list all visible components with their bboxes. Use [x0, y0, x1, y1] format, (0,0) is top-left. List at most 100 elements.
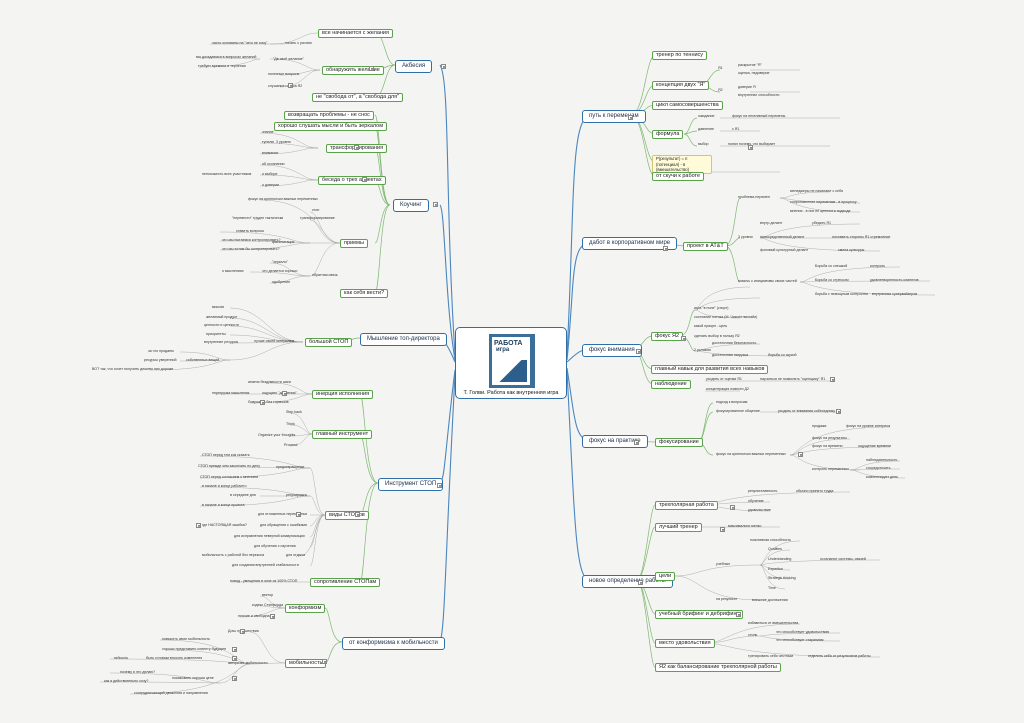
node-kontseptsiya[interactable]: концепция двух "Я": [652, 81, 709, 90]
leaf-problema: проблема перемен: [738, 195, 770, 200]
note-icon[interactable]: [232, 676, 237, 681]
node-fokusirovanie[interactable]: фокусирование: [655, 438, 703, 447]
leaf-f3: какой прицел - цель: [694, 324, 727, 329]
leaf-k3: фокус на времени: [812, 444, 842, 449]
leaf-s8: собственных вещей: [186, 358, 219, 363]
branch-kouching[interactable]: Коучинг: [393, 199, 429, 212]
note-icon[interactable]: [638, 580, 643, 585]
node-fokus-ya2[interactable]: фокус Я2: [651, 332, 683, 341]
note-icon[interactable]: [354, 145, 359, 150]
leaf-u1: достаточная безопасность: [712, 341, 756, 346]
note-icon[interactable]: [260, 400, 265, 405]
note-icon[interactable]: [322, 659, 327, 664]
node-vse-nachinaetsya[interactable]: все начинается с желания: [318, 29, 393, 38]
note-icon[interactable]: [433, 202, 438, 207]
note-icon[interactable]: [441, 64, 446, 69]
branch-akbesya[interactable]: Акбесия: [395, 60, 432, 73]
note-icon[interactable]: [437, 483, 442, 488]
leaf-pr3-v: трансформирование: [300, 216, 335, 221]
leaf-k2: кодекс Стэнфорда: [252, 603, 283, 608]
note-icon[interactable]: [730, 505, 735, 510]
leaf-ozhidanie: ожидание: [698, 114, 714, 119]
leaf-davlenie: давление: [698, 127, 714, 132]
leaf-m8: соотрудничающий движения и направления: [134, 691, 208, 696]
note-icon[interactable]: [232, 647, 237, 652]
node-navyk[interactable]: главный навык для развития всех навыков: [651, 365, 768, 374]
leaf-vybor: выбор: [698, 142, 709, 147]
node-svoboda[interactable]: не "свобода от", а "свобода для": [312, 93, 403, 102]
node-soprotivlenie[interactable]: сопротивление СТОПам: [310, 578, 380, 587]
node-ot-skuchi[interactable]: от скучи к работе: [652, 172, 704, 181]
leaf-i2-v: ощущать "давления": [262, 391, 297, 396]
note-icon[interactable]: [720, 527, 725, 532]
node-formula[interactable]: формула: [652, 130, 683, 139]
leaf-m3: тренировать себя честным: [748, 654, 793, 659]
note-icon[interactable]: [748, 145, 753, 150]
node-inertsiya[interactable]: инерция исполнения: [312, 390, 373, 399]
node-nablyudenie[interactable]: наблюдение: [651, 380, 691, 389]
node-vozvrat[interactable]: возвращать проблемы - не снос: [284, 111, 374, 120]
leaf-v6: в начале и конце проекта: [202, 503, 245, 508]
branch-instrument-stop[interactable]: Инструмент СТОП: [378, 478, 443, 491]
node-bolshoy-stop[interactable]: большой СТОП: [305, 338, 352, 347]
note-icon[interactable]: [232, 656, 237, 661]
node-khoroshiy[interactable]: хорошо слушать мысли и быть зеркалом: [274, 122, 387, 131]
note-icon[interactable]: [270, 614, 275, 619]
node-obnaruzhit[interactable]: обнаружить желание: [322, 66, 384, 75]
branch-konformizm[interactable]: от конформизма к мобильности: [342, 637, 445, 650]
branch-myshlenie[interactable]: Мышление топ-директора: [360, 333, 447, 346]
note-formula[interactable]: Р(результат) = п (потенциал) - в (вмешат…: [652, 155, 712, 174]
note-icon[interactable]: [636, 349, 641, 354]
node-priemy[interactable]: приемы: [340, 239, 368, 248]
leaf-pr2: стоп: [312, 208, 319, 213]
note-icon[interactable]: [296, 512, 301, 517]
leaf-s3: ценности и ценности: [204, 323, 239, 328]
node-kak-vesti[interactable]: как себя вести?: [340, 289, 388, 298]
node-beseda[interactable]: беседа о трех аспектах: [318, 176, 386, 185]
note-icon[interactable]: [681, 336, 686, 341]
node-tseli[interactable]: цели: [655, 572, 675, 581]
node-proekt-att[interactable]: проект в AT&T: [683, 242, 728, 251]
node-luchshiy-trener[interactable]: лучший тренер: [655, 523, 702, 532]
node-trener[interactable]: тренер по теннису: [652, 51, 707, 60]
note-icon[interactable]: [798, 452, 803, 457]
branch-put-k-peremenam[interactable]: путь к переменам: [582, 110, 646, 123]
node-konformizm[interactable]: конформизм: [285, 604, 325, 613]
note-icon[interactable]: [628, 115, 633, 120]
note-icon[interactable]: [362, 177, 367, 182]
node-trekhpolyarnaya[interactable]: трехполярная работа: [655, 501, 718, 510]
note-icon[interactable]: [836, 409, 841, 414]
node-mesto-udovolstviya[interactable]: место удовольствия: [655, 639, 715, 648]
note-icon[interactable]: [288, 83, 293, 88]
leaf-m4: гибкость: [114, 656, 128, 661]
leaf-t1: результативность: [748, 489, 777, 494]
note-icon[interactable]: [634, 440, 639, 445]
leaf-borba-1-v: контроль: [870, 264, 885, 269]
node-tsikl[interactable]: цикл самосовершенства: [652, 101, 723, 110]
note-icon[interactable]: [240, 629, 245, 634]
leaf-v8: где НАСТОЯЩАЯ ошибка?: [202, 523, 247, 528]
leaf-borba-3-v: внутренняя супервайзеров: [872, 292, 917, 297]
leaf-k4: контроль переменных: [812, 467, 849, 472]
note-icon[interactable]: [282, 391, 287, 396]
node-vidy-stopov[interactable]: виды СТОПов: [325, 511, 369, 520]
note-icon[interactable]: [663, 246, 668, 251]
note-icon[interactable]: [736, 612, 741, 617]
node-brifing[interactable]: учебный брифинг и дебрифинг: [655, 610, 743, 619]
note-icon[interactable]: [369, 66, 374, 71]
note-icon[interactable]: [196, 523, 201, 528]
leaf-fp2: фокусированное общение: [716, 409, 760, 414]
node-mobilnost[interactable]: мобильность: [285, 659, 326, 668]
branch-fokus-vnimaniya[interactable]: фокус внимания: [582, 344, 642, 357]
leaf-problema-1: менеджеры не начинают с себя: [790, 189, 843, 194]
note-icon[interactable]: [355, 512, 360, 517]
node-glavnyy[interactable]: главный инструмент: [312, 430, 372, 439]
note-icon[interactable]: [830, 377, 835, 382]
leaf-b2: о выборе: [262, 172, 278, 177]
leaf-pr3: "перевести" труден тактически: [232, 216, 283, 221]
leaf-t3: удовольствие: [748, 508, 771, 513]
central-topic[interactable]: РАБОТА игра Т. Голви. Работа как внутрен…: [455, 327, 567, 399]
node-ya2-balans[interactable]: Я2 как балансирование трехполярной работ…: [655, 663, 781, 672]
leaf-pr5-d: о мыслениях: [222, 269, 244, 274]
leaf-ya1: Я1: [718, 66, 723, 71]
